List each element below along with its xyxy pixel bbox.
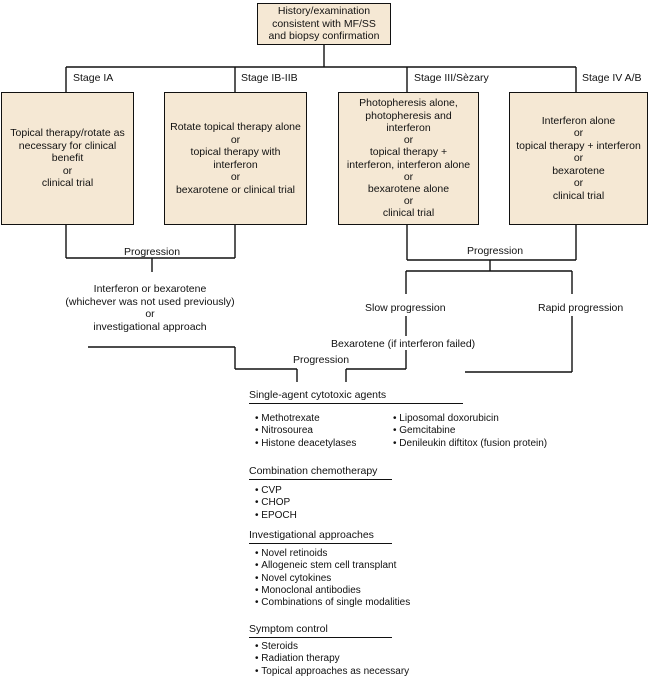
box-line: or <box>573 177 584 190</box>
box-line: clinical trial <box>552 189 605 202</box>
list-item: Novel retinoids <box>255 548 410 560</box>
single-agent-title: Single-agent cytotoxic agents <box>249 389 463 404</box>
box-line: topical therapy with <box>190 146 281 158</box>
combination-title-text: Combination chemotherapy <box>249 465 392 480</box>
stage-ib-iib-label: Stage IB-IIB <box>241 72 298 84</box>
stage-iii-sezary-box: Photopheresis alone, photopheresis and i… <box>338 92 479 225</box>
option-line: Interferon or bexarotene <box>93 283 207 295</box>
box-line: bexarotene alone <box>367 182 450 195</box>
bexarotene-note: Bexarotene (if interferon failed) <box>331 338 476 350</box>
box-line: or <box>573 127 584 140</box>
single-agent-col1: Methotrexate Nitrosourea Histone deacety… <box>255 413 356 450</box>
option-line: investigational approach <box>93 320 207 333</box>
single-agent-col2: Liposomal doxorubicin Gemcitabine Denile… <box>393 413 547 450</box>
stage-iv-text: Interferon alone or topical therapy + in… <box>516 115 641 203</box>
list-item: Histone deacetylases <box>255 438 356 450</box>
box-line: Rotate topical therapy alone <box>170 121 301 133</box>
box-line: or <box>403 195 414 208</box>
box-line: clinical trial <box>41 177 94 190</box>
list-item: Denileukin diftitox (fusion protein) <box>393 438 547 450</box>
option-line: or <box>145 308 155 320</box>
box-line: or <box>62 164 73 177</box>
stage-iii-sezary-label: Stage III/Sèzary <box>414 72 489 84</box>
list-item: Liposomal doxorubicin <box>393 413 547 425</box>
combination-title: Combination chemotherapy <box>249 465 392 480</box>
rapid-progression-label: Rapid progression <box>538 302 624 314</box>
box-line: bexarotene <box>552 164 605 177</box>
box-line: Photopheresis alone, <box>359 97 458 110</box>
progression-center-label: Progression <box>293 354 350 366</box>
list-item: Combinations of single modalities <box>255 597 410 609</box>
stage-ib-iib-text: Rotate topical therapy alone or topical … <box>170 121 301 196</box>
combination-list: CVP CHOP EPOCH <box>255 485 297 522</box>
list-item: CHOP <box>255 497 297 509</box>
box-line: clinical trial <box>382 207 435 220</box>
box-line: interferon, interferon alone <box>346 158 471 171</box>
stage-ia-text: Topical therapy/rotate as necessary for … <box>10 127 124 190</box>
list-item: Novel cytokines <box>255 573 410 585</box>
box-line: Interferon alone <box>541 114 616 127</box>
left-option-text: Interferon or bexarotene (whichever was … <box>40 283 260 333</box>
list-item: Steroids <box>255 641 409 653</box>
investigational-title: Investigational approaches <box>249 529 392 544</box>
box-line: interferon <box>213 158 258 171</box>
box-line: or <box>403 170 414 183</box>
stage-iv-box: Interferon alone or topical therapy + in… <box>509 92 648 225</box>
root-box: History/examination consistent with MF/S… <box>257 3 391 45</box>
box-line: necessary for clinical <box>18 139 117 152</box>
progression-right-label: Progression <box>465 245 526 258</box>
list-item: EPOCH <box>255 510 297 522</box>
box-line: interferon <box>386 121 431 134</box>
stage-ia-label: Stage IA <box>73 72 114 84</box>
stage-ia-box: Topical therapy/rotate as necessary for … <box>1 92 134 225</box>
box-line: or <box>230 133 241 146</box>
slow-progression-label: Slow progression <box>365 302 446 314</box>
box-line: topical therapy + interferon <box>516 139 641 152</box>
investigational-list: Novel retinoids Allogeneic stem cell tra… <box>255 548 410 609</box>
box-line: Topical therapy/rotate as <box>10 127 125 140</box>
symptom-list: Steroids Radiation therapy Topical appro… <box>255 641 409 678</box>
root-line: History/examination <box>277 5 371 18</box>
root-text: History/examination consistent with MF/S… <box>269 5 380 43</box>
box-line: benefit <box>51 152 84 165</box>
symptom-title-text: Symptom control <box>249 623 392 638</box>
box-line: or <box>230 171 241 183</box>
list-item: Topical approaches as necessary <box>255 666 409 678</box>
box-line: or <box>403 134 414 147</box>
list-item: CVP <box>255 485 297 497</box>
option-line: (whichever was not used previously) <box>65 295 235 308</box>
box-line: topical therapy + <box>369 146 448 159</box>
single-agent-title-text: Single-agent cytotoxic agents <box>249 389 463 404</box>
box-line: bexarotene or clinical trial <box>175 183 296 196</box>
list-item: Allogeneic stem cell transplant <box>255 560 410 572</box>
progression-left-label: Progression <box>124 246 181 258</box>
root-line: consistent with MF/SS <box>272 17 376 30</box>
stage-ib-iib-box: Rotate topical therapy alone or topical … <box>164 92 307 225</box>
box-line: or <box>573 152 584 165</box>
investigational-title-text: Investigational approaches <box>249 529 392 544</box>
list-item: Radiation therapy <box>255 653 409 665</box>
list-item: Methotrexate <box>255 413 356 425</box>
box-line: photopheresis and <box>365 109 452 122</box>
root-line: and biopsy confirmation <box>268 30 380 43</box>
stage-iii-sezary-text: Photopheresis alone, photopheresis and i… <box>347 97 470 219</box>
stage-iv-label: Stage IV A/B <box>582 72 642 84</box>
list-item: Nitrosourea <box>255 425 356 437</box>
list-item: Monoclonal antibodies <box>255 585 410 597</box>
list-item: Gemcitabine <box>393 425 547 437</box>
symptom-title: Symptom control <box>249 623 392 638</box>
